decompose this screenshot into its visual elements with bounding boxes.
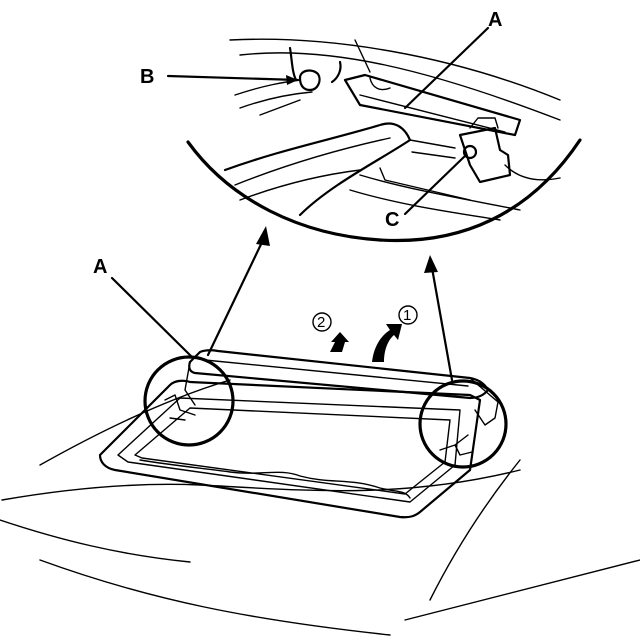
detail-frame-panel [343,73,522,137]
detail-circle-right [418,379,508,469]
glass-panel-inner [204,359,469,387]
detail-clip-c [409,139,456,159]
callouts: A B C A [93,9,502,360]
detail-channel-3 [379,167,471,201]
sunroof-opening-inner [117,397,461,503]
detail-view-border [186,138,582,243]
detail-channel-1 [359,174,521,211]
detail-channel-2 [349,189,501,221]
roof-rear-edge [429,459,521,601]
leader-c [403,153,468,216]
step-1-arrow [372,324,402,362]
detail-circle-left [143,355,235,447]
magnify-arrow-left-head [256,226,270,246]
magnify-arrow-right-shaft [430,266,454,382]
callout-c: C [385,209,399,231]
glass-panel-front [188,360,490,400]
left-bracket [164,394,196,421]
detail-clip-b-hook-right [330,60,342,84]
leader-a-left [110,276,195,360]
glass-panel-top [188,349,490,392]
magnify-arrow-left-shaft [206,236,266,357]
roof-side-lower [0,519,191,563]
step-1-label: 1 [403,307,411,324]
right-bracket [439,434,473,456]
step-indicators: 2 1 [312,305,418,362]
callout-a-left: A [93,256,107,278]
detail-frame-notch [369,77,391,91]
magnify-arrow-right-head [424,255,438,273]
car-roof [0,349,640,636]
step-2-arrow [330,332,349,352]
bolt-c [462,144,478,160]
detail-clip-b-hook-left [288,46,298,82]
detail-roof-line-2 [239,52,561,121]
roof-bottom-line [39,559,391,636]
detail-seal-outer [223,122,412,217]
callout-a-top: A [488,9,502,31]
detail-view [186,38,582,243]
sunroof-opening-outer [98,379,482,519]
step-1-circle [398,305,418,325]
detail-seal-inner [234,137,391,186]
sunroof-rear-seal [139,459,411,499]
glass-panel-right-end [469,377,499,426]
leader-b-arrowhead [286,75,298,85]
leader-b [166,74,300,82]
detail-seal-lower [239,169,361,201]
detail-roof-line-1 [229,38,561,101]
roof-rear-curve [404,559,640,621]
detail-roof-edge [354,39,371,73]
magnify-arrows [206,226,454,382]
fastener-b [298,69,321,92]
step-2-circle [312,312,332,332]
roof-front-edge [39,379,231,466]
leader-a-top [403,26,490,110]
detail-cable [504,164,561,181]
detail-bracket-tab [469,117,499,129]
glass-panel-left-end [184,361,196,406]
detail-bracket [458,126,512,184]
detail-frame-inner [359,94,506,133]
step-2-label: 2 [317,314,325,331]
callout-b: B [140,66,154,88]
